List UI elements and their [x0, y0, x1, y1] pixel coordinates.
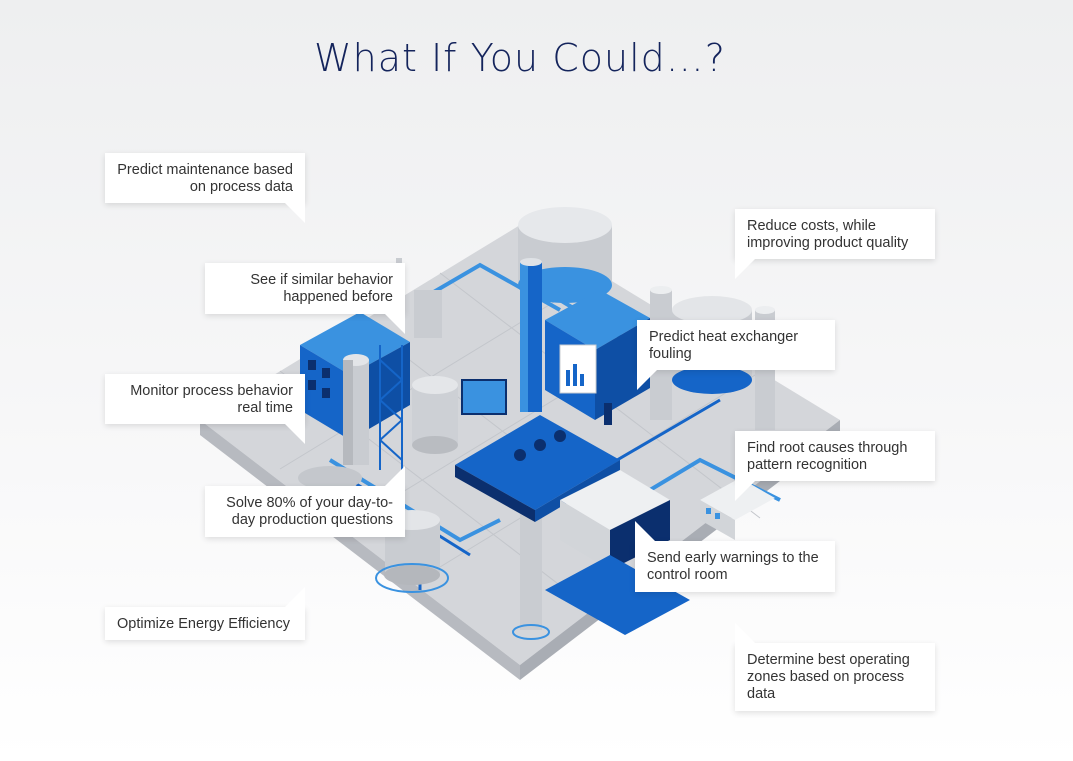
callout-root-causes: Find root causes through pattern recogni… — [735, 431, 935, 481]
callout-pointer — [735, 259, 755, 279]
callout-monitor-process: Monitor process behavior real time — [105, 374, 305, 424]
callout-reduce-costs: Reduce costs, while improving product qu… — [735, 209, 935, 259]
callout-pointer — [385, 466, 405, 486]
callout-pointer — [637, 370, 657, 390]
callout-pointer — [735, 623, 755, 643]
callout-pointer — [285, 587, 305, 607]
callout-solve-questions: Solve 80% of your day-to-day production … — [205, 486, 405, 537]
page-title: What If You Could…? — [314, 36, 726, 80]
callout-energy-efficiency: Optimize Energy Efficiency — [105, 607, 305, 640]
callout-heat-exchanger: Predict heat exchanger fouling — [637, 320, 835, 370]
callout-pointer — [635, 521, 655, 541]
callout-pointer — [735, 481, 755, 501]
callout-pointer — [285, 424, 305, 444]
callout-early-warnings: Send early warnings to the control room — [635, 541, 835, 592]
callout-operating-zones: Determine best operating zones based on … — [735, 643, 935, 711]
callout-pointer — [285, 203, 305, 223]
callout-predict-maintenance: Predict maintenance based on process dat… — [105, 153, 305, 203]
callout-similar-behavior: See if similar behavior happened before — [205, 263, 405, 314]
callout-pointer — [385, 314, 405, 334]
